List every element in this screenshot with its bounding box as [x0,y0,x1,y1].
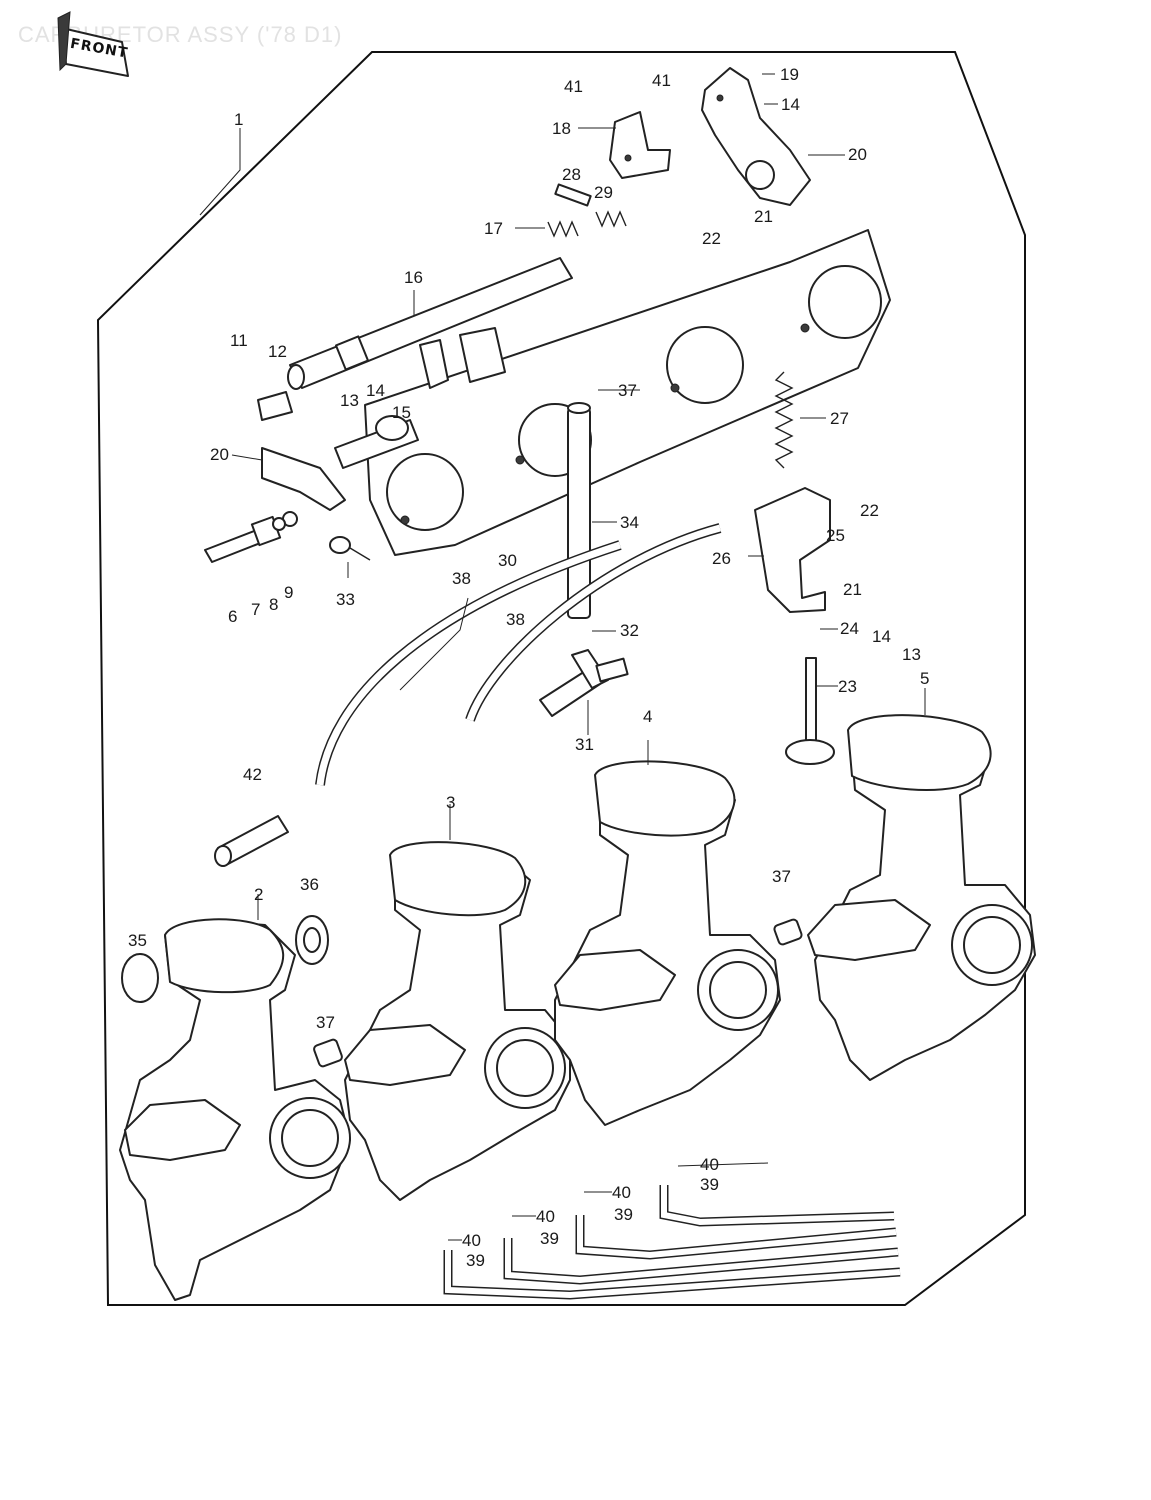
callout-32: 32 [620,621,639,640]
callout-30: 30 [498,551,517,570]
choke-cable-bracket [754,487,831,613]
throttle-lever-bracket [609,111,671,179]
callout-37a: 37 [618,381,637,400]
fuel-tee-fitting [539,649,629,717]
callout-13: 13 [340,391,359,410]
cap-35 [121,953,159,1003]
callout-10: 20 [210,445,229,464]
callout-9: 9 [284,583,293,602]
callout-26: 26 [712,549,731,568]
front-arrow-icon: FRONT [57,11,129,77]
idle-adjust-screw [204,511,298,563]
callout-21b: 21 [843,580,862,599]
lever-plate [419,327,506,389]
callout-37c: 37 [772,867,791,886]
callout-41b: 41 [652,71,671,90]
throttle-shaft [287,257,573,390]
callout-6: 6 [228,607,237,626]
throttle-stop-screw [785,657,835,765]
callout-23: 23 [838,677,857,696]
callout-14: 14 [366,381,385,400]
callout-24: 24 [840,619,859,638]
return-spring-27 [774,371,794,469]
carburetor-3 [554,760,781,1126]
callout-27: 27 [830,409,849,428]
callout-33: 33 [336,590,355,609]
callout-labels: 1 12 11 2 3 4 5 6 7 8 9 20 13 14 15 16 1… [128,65,929,1270]
callout-29: 29 [594,183,613,202]
callout-18: 18 [552,119,571,138]
callout-13b: 13 [902,645,921,664]
callout-20: 20 [848,145,867,164]
callout-22: 22 [702,229,721,248]
carburetor-2 [344,841,571,1201]
diagram-border [96,51,1026,1306]
callout-11: 11 [230,331,248,350]
carburetor-4 [807,714,1036,1081]
spring-29 [595,210,627,228]
callout-39a: 39 [700,1175,719,1194]
callout-38a: 38 [452,569,471,588]
callout-37b: 37 [316,1013,335,1032]
callout-25: 25 [826,526,845,545]
plug-37b [773,918,803,946]
callout-16: 16 [404,268,423,287]
drain-plug-42 [214,815,289,867]
seal-36 [295,915,329,965]
callout-21: 21 [754,207,773,226]
callout-31: 31 [575,735,594,754]
carburetor-1 [119,918,351,1301]
callout-36: 36 [300,875,319,894]
callout-15: 15 [392,403,411,422]
callout-34: 34 [620,513,639,532]
screw-33 [329,536,371,561]
vent-tubes [443,1185,901,1300]
choke-lever-bracket [261,447,346,511]
callout-14b: 14 [781,95,800,114]
clip-12 [257,391,293,421]
callout-40d: 40 [462,1231,481,1250]
callout-19: 19 [780,65,799,84]
callout-35: 35 [128,931,147,950]
callout-2: 2 [254,885,263,904]
callout-40b: 40 [612,1183,631,1202]
callout-12: 12 [268,342,287,361]
callout-7: 7 [251,600,260,619]
mounting-bracket-plate [364,229,891,556]
callout-39d: 39 [466,1251,485,1270]
callout-38b: 38 [506,610,525,629]
callout-1: 1 [234,110,243,129]
callout-39b: 39 [614,1205,633,1224]
spring-17 [547,220,579,238]
callout-17: 17 [484,219,503,238]
callout-5: 5 [920,669,929,688]
fuel-hose-38 [315,523,722,786]
callout-14c: 14 [872,627,891,646]
choke-shaft [334,415,419,469]
callout-42: 42 [243,765,262,784]
callout-40c: 40 [536,1207,555,1226]
callout-41a: 41 [564,77,583,96]
callout-3: 3 [446,793,455,812]
screw-28 [554,183,592,207]
callout-4: 4 [643,707,652,726]
plug-37a [313,1038,343,1068]
callout-40a: 40 [700,1155,719,1174]
callout-39c: 39 [540,1229,559,1248]
leader-lines [199,73,926,1241]
callout-28: 28 [562,165,581,184]
callout-22b: 22 [860,501,879,520]
callout-8: 8 [269,595,278,614]
cable-bracket [701,67,811,206]
